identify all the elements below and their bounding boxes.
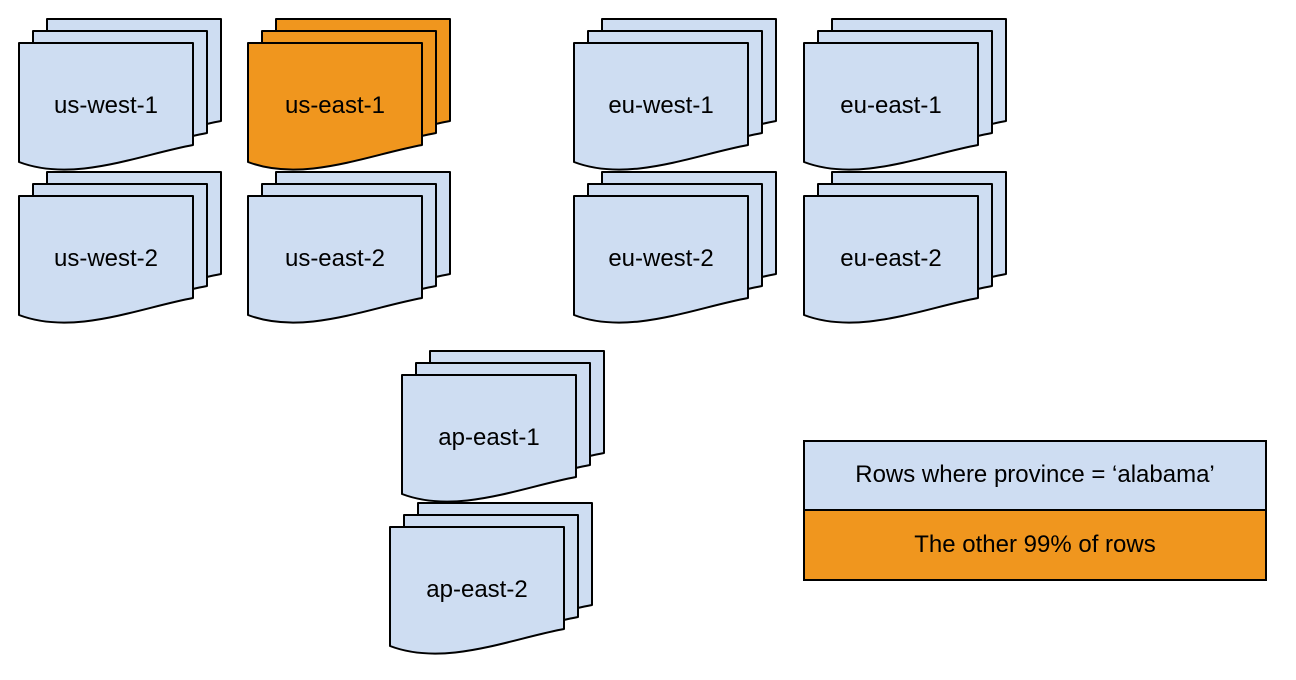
legend-row-other: The other 99% of rows	[805, 510, 1265, 579]
legend-row-alabama: Rows where province = ‘alabama’	[805, 442, 1265, 511]
document-page-icon	[18, 42, 194, 171]
document-stack-ap-east-1[interactable]: ap-east-1	[401, 350, 605, 503]
document-stack-us-east-1[interactable]: us-east-1	[247, 18, 451, 171]
document-stack-eu-west-2[interactable]: eu-west-2	[573, 171, 777, 324]
legend-label-alabama: Rows where province = ‘alabama’	[855, 461, 1215, 489]
document-page-icon	[803, 195, 979, 324]
document-page-icon	[389, 526, 565, 655]
document-stack-eu-east-1[interactable]: eu-east-1	[803, 18, 1007, 171]
document-page-icon	[573, 42, 749, 171]
document-stack-ap-east-2[interactable]: ap-east-2	[389, 502, 593, 655]
document-page-icon	[247, 42, 423, 171]
document-page-icon	[18, 195, 194, 324]
document-stack-us-west-2[interactable]: us-west-2	[18, 171, 222, 324]
document-stack-eu-west-1[interactable]: eu-west-1	[573, 18, 777, 171]
document-stack-eu-east-2[interactable]: eu-east-2	[803, 171, 1007, 324]
legend-label-other: The other 99% of rows	[914, 530, 1156, 558]
document-stack-us-east-2[interactable]: us-east-2	[247, 171, 451, 324]
document-page-icon	[803, 42, 979, 171]
legend: Rows where province = ‘alabama’ The othe…	[803, 440, 1267, 581]
document-page-icon	[247, 195, 423, 324]
document-page-icon	[573, 195, 749, 324]
document-page-icon	[401, 374, 577, 503]
document-stack-us-west-1[interactable]: us-west-1	[18, 18, 222, 171]
